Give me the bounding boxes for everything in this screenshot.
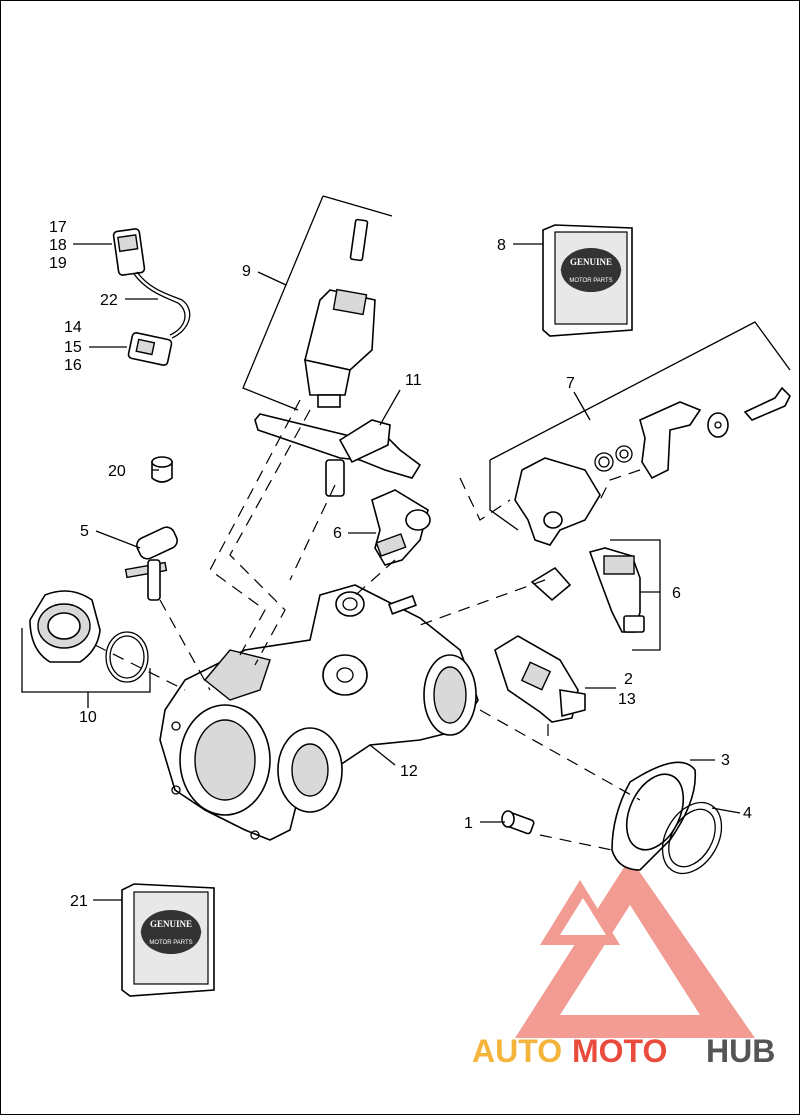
watermark-moto: MOTO — [572, 1033, 667, 1069]
idle-air-control-9 — [304, 218, 376, 408]
callout-6-upper: 6 — [333, 525, 342, 542]
badge-bottom-text: MOTOR PARTS — [569, 278, 612, 284]
callout-4: 4 — [743, 805, 752, 822]
seal-4 — [661, 801, 723, 875]
badge-bottom-text-21: MOTOR PARTS — [149, 940, 192, 946]
callout-21: 21 — [70, 893, 88, 910]
callout-9: 9 — [242, 263, 251, 280]
callout-numbers: 17 18 19 22 14 15 16 20 5 9 11 6 8 7 6 2… — [49, 219, 752, 910]
leader-lines — [73, 243, 741, 901]
watermark-auto: AUTO — [472, 1033, 562, 1069]
callout-11: 11 — [405, 372, 422, 389]
watermark-text: AUTO MOTO HUB — [472, 1033, 775, 1069]
callout-8: 8 — [497, 237, 506, 254]
cover-and-seal-10 — [29, 590, 149, 683]
callout-3: 3 — [721, 752, 730, 769]
fuel-injector-6-upper — [371, 489, 431, 566]
callout-12: 12 — [400, 763, 418, 780]
sensor-5 — [124, 526, 178, 601]
gasket-3 — [611, 761, 697, 871]
callout-16: 16 — [64, 357, 82, 374]
callout-10: 10 — [79, 709, 97, 726]
callout-18: 18 — [49, 237, 67, 254]
map-sensor-2-13 — [494, 635, 586, 723]
callout-7: 7 — [566, 375, 575, 392]
group-brackets — [21, 195, 791, 693]
screw-1 — [501, 810, 535, 835]
callout-14: 14 — [64, 319, 82, 336]
callout-22: 22 — [100, 292, 118, 309]
callout-17: 17 — [49, 219, 67, 236]
fuel-injector-6-lower — [530, 547, 645, 633]
callout-13: 13 — [618, 691, 636, 708]
watermark-logo — [515, 858, 755, 1038]
assembly-guide-lines — [94, 399, 641, 851]
callout-5: 5 — [80, 523, 89, 540]
genuine-parts-box-21: GENUINE MOTOR PARTS — [121, 883, 215, 997]
callout-19: 19 — [49, 255, 67, 272]
badge-top-text: GENUINE — [570, 257, 612, 267]
fuel-rail-7 — [514, 386, 791, 546]
bracket-11 — [254, 413, 422, 497]
watermark-hub: HUB — [706, 1033, 775, 1069]
callout-20: 20 — [108, 463, 126, 480]
callout-6-lower: 6 — [672, 585, 681, 602]
throttle-body-12 — [159, 584, 479, 841]
callout-1: 1 — [464, 815, 473, 832]
callout-2: 2 — [624, 671, 633, 688]
badge-top-text-21: GENUINE — [150, 919, 192, 929]
cap-20 — [151, 456, 173, 483]
wiring-harness-connector — [112, 228, 191, 366]
callout-15: 15 — [64, 339, 82, 356]
genuine-parts-box-8: GENUINE MOTOR PARTS — [542, 224, 633, 337]
